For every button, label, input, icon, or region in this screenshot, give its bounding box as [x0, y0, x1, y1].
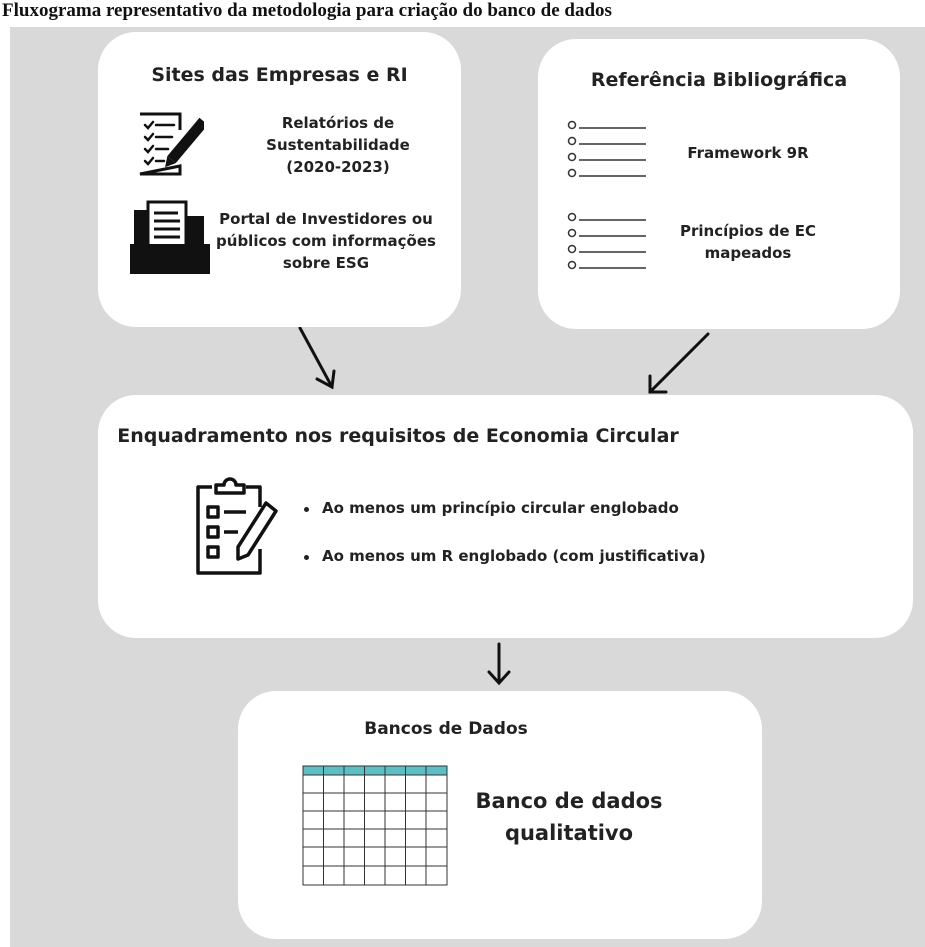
sites-item-portal: Portal de Investidores ou públicos com i…	[216, 210, 436, 272]
spreadsheet-icon	[302, 765, 448, 886]
enq-box-title: Enquadramento nos requisitos de Economia…	[117, 425, 679, 447]
ref-box-title: Referência Bibliográfica	[590, 69, 848, 91]
enq-box: Enquadramento nos requisitos de Economia…	[98, 395, 913, 638]
figure-caption: Fluxograma representativo da metodologia…	[2, 0, 612, 21]
ref-box: Referência Bibliográfica Framework 9R Pr…	[538, 39, 900, 329]
diagram-canvas: Sites das Empresas e RI Relatórios de Su…	[10, 27, 925, 947]
list-item: Ao menos um princípio circular englobado	[300, 499, 706, 517]
ref-item-framework: Framework 9R	[687, 144, 809, 162]
enq-bullet-list: Ao menos um princípio circular englobado…	[300, 499, 706, 595]
sites-item-reports: Relatórios de Sustentabilidade (2020-202…	[266, 114, 410, 176]
checklist-pen-icon	[139, 112, 204, 176]
sites-box-title: Sites das Empresas e RI	[151, 64, 408, 86]
arrow-enq-to-db	[487, 642, 511, 686]
list-icon	[567, 212, 646, 270]
db-box: Bancos de Dados Banco de dados qualitati…	[238, 691, 762, 939]
sites-box: Sites das Empresas e RI Relatórios de Su…	[98, 32, 461, 327]
list-icon	[567, 120, 646, 178]
list-item: Ao menos um R englobado (com justificati…	[300, 547, 706, 565]
folder-document-icon	[130, 200, 210, 274]
arrow-sites-to-enq	[298, 326, 336, 390]
db-box-title: Bancos de Dados	[364, 719, 528, 739]
arrow-ref-to-enq	[648, 332, 710, 394]
ref-item-principles: Princípios de EC mapeados	[680, 222, 816, 262]
arrows-layer	[298, 326, 710, 686]
db-label: Banco de dados qualitativo	[475, 789, 663, 845]
clipboard-checklist-icon	[196, 477, 278, 575]
